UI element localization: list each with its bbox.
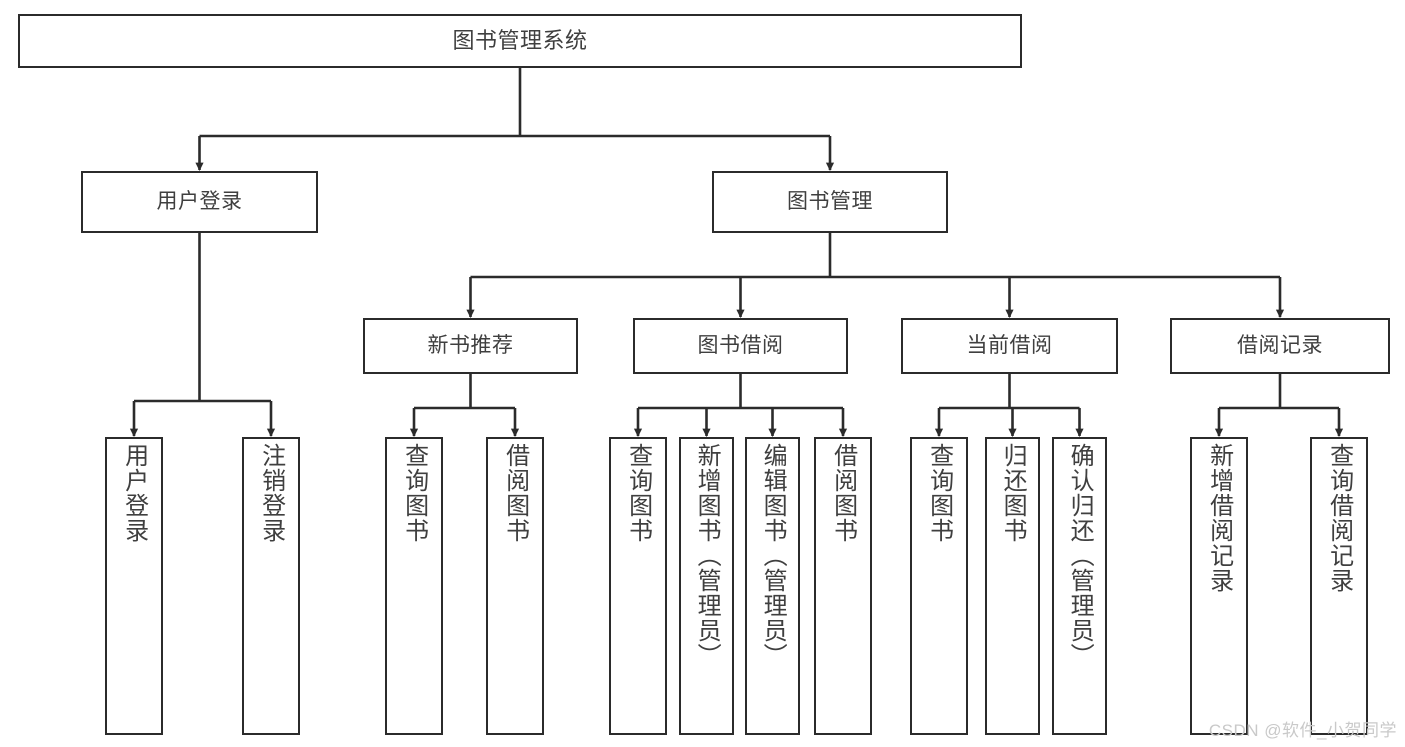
node-leaf-user-login[interactable]: 用户登录 <box>105 437 163 735</box>
node-book-manage[interactable]: 图书管理 <box>712 171 948 233</box>
node-label-leaf-return-book: 归还图书 <box>999 443 1027 543</box>
node-label-leaf-add-book: 新增图书（管理员） <box>693 443 721 668</box>
node-label-leaf-query-book-3: 查询图书 <box>925 443 953 543</box>
node-leaf-borrow-book-1[interactable]: 借阅图书 <box>486 437 544 735</box>
node-label-current-borrow: 当前借阅 <box>966 334 1053 358</box>
node-label-leaf-user-login: 用户登录 <box>120 443 148 543</box>
node-label-leaf-borrow-book-1: 借阅图书 <box>501 443 529 543</box>
node-label-leaf-borrow-book-2: 借阅图书 <box>829 443 857 543</box>
node-leaf-edit-book[interactable]: 编辑图书（管理员） <box>745 437 800 735</box>
node-leaf-add-record[interactable]: 新增借阅记录 <box>1190 437 1248 735</box>
node-leaf-query-record[interactable]: 查询借阅记录 <box>1310 437 1368 735</box>
node-label-root: 图书管理系统 <box>452 27 588 53</box>
node-label-book-borrow: 图书借阅 <box>697 334 784 358</box>
node-label-user-login: 用户登录 <box>156 190 243 214</box>
node-label-leaf-confirm-return: 确认归还（管理员） <box>1066 443 1094 668</box>
node-leaf-confirm-return[interactable]: 确认归还（管理员） <box>1052 437 1107 735</box>
connector-lines <box>129 68 1344 437</box>
node-leaf-user-logout[interactable]: 注销登录 <box>242 437 300 735</box>
node-current-borrow[interactable]: 当前借阅 <box>901 318 1118 374</box>
node-leaf-return-book[interactable]: 归还图书 <box>985 437 1040 735</box>
node-label-leaf-query-record: 查询借阅记录 <box>1325 443 1353 593</box>
watermark-text: CSDN @软件_小贺同学 <box>1208 721 1397 740</box>
node-label-new-book-rec: 新书推荐 <box>427 334 514 358</box>
node-leaf-add-book[interactable]: 新增图书（管理员） <box>679 437 734 735</box>
node-label-leaf-edit-book: 编辑图书（管理员） <box>759 443 787 668</box>
node-book-borrow[interactable]: 图书借阅 <box>633 318 848 374</box>
node-leaf-query-book-3[interactable]: 查询图书 <box>910 437 968 735</box>
node-root[interactable]: 图书管理系统 <box>18 14 1022 68</box>
node-leaf-query-book-1[interactable]: 查询图书 <box>385 437 443 735</box>
node-label-leaf-user-logout: 注销登录 <box>257 443 285 543</box>
node-label-leaf-query-book-1: 查询图书 <box>400 443 428 543</box>
node-user-login[interactable]: 用户登录 <box>81 171 318 233</box>
node-label-borrow-record: 借阅记录 <box>1237 334 1323 358</box>
node-label-leaf-query-book-2: 查询图书 <box>624 443 652 543</box>
node-label-leaf-add-record: 新增借阅记录 <box>1205 443 1233 593</box>
node-leaf-borrow-book-2[interactable]: 借阅图书 <box>814 437 872 735</box>
node-borrow-record[interactable]: 借阅记录 <box>1170 318 1390 374</box>
node-leaf-query-book-2[interactable]: 查询图书 <box>609 437 667 735</box>
node-label-book-manage: 图书管理 <box>787 190 873 214</box>
node-new-book-rec[interactable]: 新书推荐 <box>363 318 578 374</box>
